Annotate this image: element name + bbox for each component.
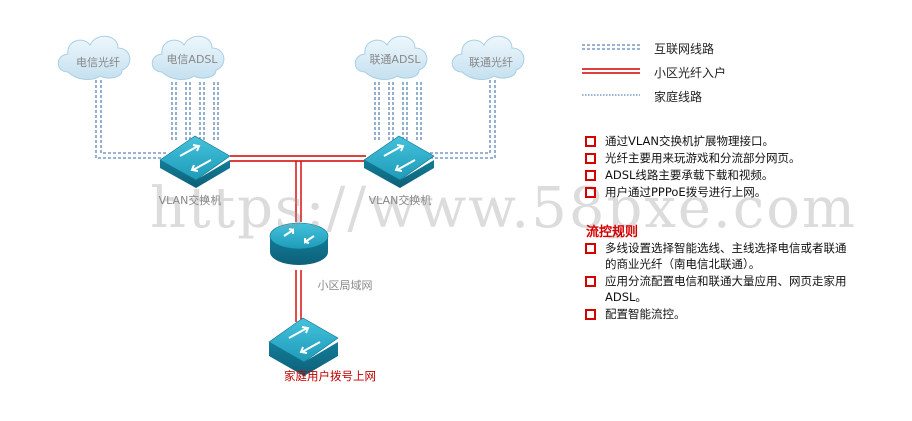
note-item: 光纤主要用来玩游戏和分流部分网页。 [585,150,865,166]
home-switch-label: 家庭用户拨号上网 [284,369,376,383]
cloud-label-unicom-fiber: 联通光纤 [469,55,513,69]
switch-arrows-icon [383,144,416,172]
legend: 互联网线路 小区光纤入户 家庭线路 [582,38,882,110]
cloud-label-telecom-adsl: 电信ADSL [166,53,218,66]
checkbox-icon [585,276,596,287]
rule-item: 配置智能流控。 [585,306,850,322]
switch-arrows-icon [179,144,212,172]
home-switch [268,317,339,376]
legend-swatch-internet [582,44,640,50]
checkbox-icon [585,153,596,164]
cloud-unicom-fiber [451,35,525,80]
rules-list: 多线设置选择智能选线、主线选择电信或者联通的商业光纤（南电信北联通）。 应用分流… [585,240,850,323]
checkbox-icon [585,170,596,181]
legend-item-home: 家庭线路 [582,86,882,110]
note-item: 通过VLAN交换机扩展物理接口。 [585,133,865,149]
note-item: 用户通过PPPoE拨号进行上网。 [585,184,865,200]
fiber-lines [230,155,366,322]
cloud-unicom-adsl [354,35,428,80]
internet-lines [95,80,496,159]
rule-text: 应用分流配置电信和联通大量应用、网页走家用ADSL。 [605,274,847,304]
watermark-text: https://www.58pxe.com [150,176,858,241]
rule-item: 多线设置选择智能选线、主线选择电信或者联通的商业光纤（南电信北联通）。 [585,240,850,272]
cloud-label-unicom-adsl: 联通ADSL [369,53,421,66]
checkbox-icon [585,187,596,198]
checkbox-icon [585,243,596,254]
note-text: ADSL线路主要承载下载和视频。 [605,168,774,182]
note-text: 通过VLAN交换机扩展物理接口。 [605,134,775,148]
cloud-telecom-adsl [151,35,225,80]
legend-label-internet: 互联网线路 [654,42,715,56]
vlan-switch-right [363,135,435,188]
checkbox-icon [585,309,596,320]
rules-title: 流控规则 [586,225,639,240]
rule-text: 配置智能流控。 [605,307,686,321]
switch-label-right: VLAN交换机 [369,193,432,207]
note-item: ADSL线路主要承载下载和视频。 [585,167,865,183]
legend-label-home: 家庭线路 [654,90,703,104]
cloud-label-telecom-fiber: 电信光纤 [76,55,120,69]
switch-arrows-icon [288,326,321,354]
rule-text: 多线设置选择智能选线、主线选择电信或者联通的商业光纤（南电信北联通）。 [605,241,847,271]
vlan-switch-left [159,135,231,188]
legend-label-fiber: 小区光纤入户 [654,66,727,80]
legend-item-internet: 互联网线路 [582,38,882,62]
notes-list: 通过VLAN交换机扩展物理接口。 光纤主要用来玩游戏和分流部分网页。 ADSL线… [585,133,865,201]
core-router [269,222,329,265]
note-text: 光纤主要用来玩游戏和分流部分网页。 [605,151,801,165]
router-arrows-icon [283,228,315,244]
switch-label-left: VLAN交换机 [159,193,222,207]
rule-item: 应用分流配置电信和联通大量应用、网页走家用ADSL。 [585,273,850,305]
cloud-telecom-fiber [57,35,131,80]
core-router-label: 小区局域网 [318,279,373,292]
legend-swatch-fiber [582,68,640,74]
legend-swatch-home [582,94,640,96]
legend-item-fiber: 小区光纤入户 [582,62,882,86]
note-text: 用户通过PPPoE拨号进行上网。 [605,185,767,199]
checkbox-icon [585,136,596,147]
